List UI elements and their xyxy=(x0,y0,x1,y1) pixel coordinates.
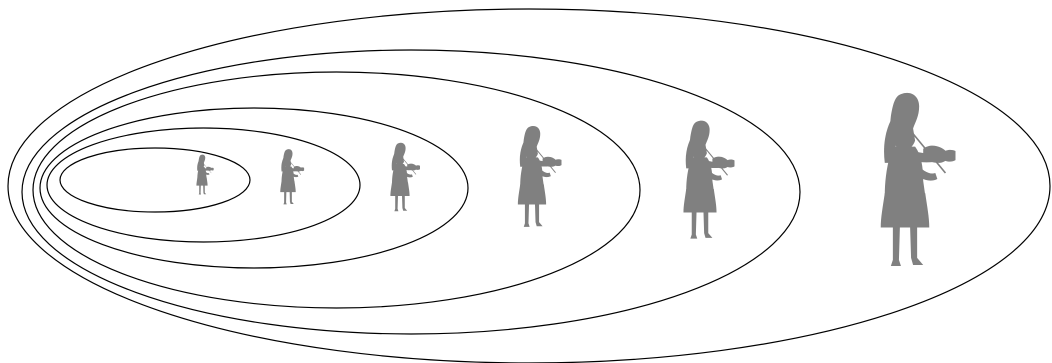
violinist-silhouette-3 xyxy=(390,143,424,212)
figure-group xyxy=(196,93,967,266)
ring-4 xyxy=(33,72,640,308)
violinist-silhouette-1 xyxy=(196,155,216,195)
violinist-silhouette-6 xyxy=(881,93,968,266)
violinist-silhouette-2 xyxy=(280,149,308,204)
violinist-silhouette-5 xyxy=(683,121,742,239)
ring-5 xyxy=(22,50,800,334)
violinist-silhouette-4 xyxy=(518,126,569,227)
ring-1 xyxy=(60,148,250,212)
